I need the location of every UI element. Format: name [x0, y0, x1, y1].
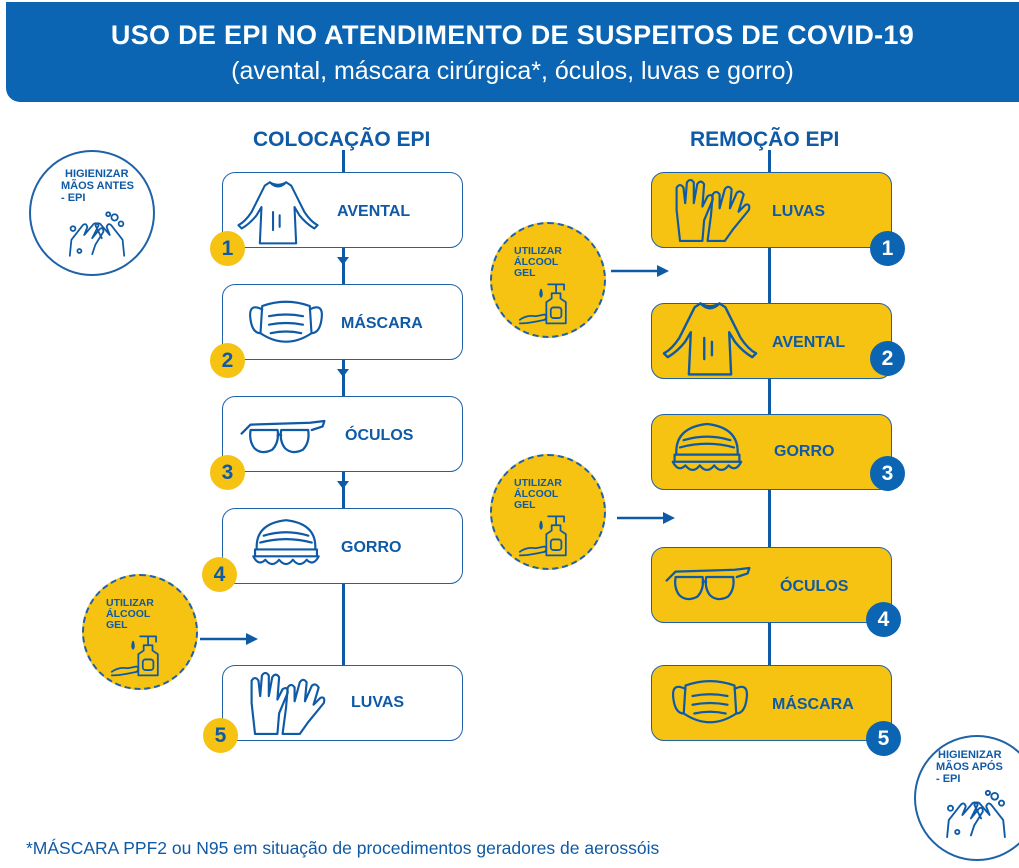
- step-number: 3: [870, 456, 905, 491]
- step-label: ÓCULOS: [345, 427, 414, 444]
- goggles-icon: [658, 550, 758, 622]
- step-label: MÁSCARA: [341, 315, 423, 332]
- step-number: 5: [866, 721, 901, 756]
- step-number: 1: [870, 231, 905, 266]
- step-number: 5: [203, 718, 238, 753]
- hygiene-after-line3: - EPI: [936, 773, 961, 785]
- colocacao-step-gorro: GORRO: [222, 508, 463, 584]
- hygiene-before-line3: - EPI: [61, 192, 86, 204]
- sanitizer-icon: [518, 512, 580, 558]
- remocao-connector-top: [768, 150, 771, 175]
- step-label: AVENTAL: [337, 203, 411, 220]
- goggles-icon: [235, 403, 331, 475]
- remocao-step-mascara: MÁSCARA: [651, 665, 892, 741]
- header-banner: USO DE EPI NO ATENDIMENTO DE SUSPEITOS D…: [6, 2, 1019, 102]
- hygiene-after-line1: HIGIENIZAR: [938, 749, 1002, 761]
- remocao-connector: [768, 487, 771, 547]
- colocacao-connector: [342, 360, 345, 398]
- hygiene-after-badge: HIGIENIZAR MÃOS APÓS - EPI: [914, 735, 1019, 861]
- colocacao-step-avental: AVENTAL: [222, 172, 463, 248]
- gel-line1: UTILIZAR: [514, 477, 562, 489]
- alcohol-gel-badge: UTILIZAR ÁLCOOL GEL: [490, 222, 606, 338]
- arrow-right-icon: [611, 265, 669, 277]
- colocacao-step-mascara: MÁSCARA: [222, 284, 463, 360]
- sanitizer-icon: [518, 280, 580, 326]
- colocacao-connector-top: [342, 150, 345, 175]
- gel-line2: ÁLCOOL: [514, 256, 559, 268]
- remocao-step-luvas: LUVAS: [651, 172, 892, 248]
- footnote: *MÁSCARA PPF2 ou N95 em situação de proc…: [26, 838, 660, 858]
- connector-arrowhead: [337, 481, 349, 489]
- gel-line3: GEL: [106, 619, 128, 631]
- gel-line1: UTILIZAR: [106, 597, 154, 609]
- step-label: MÁSCARA: [772, 696, 854, 713]
- colocacao-connector: [342, 248, 345, 286]
- gel-line2: ÁLCOOL: [106, 608, 151, 620]
- step-label: GORRO: [774, 443, 835, 460]
- remocao-title: REMOÇÃO EPI: [690, 128, 840, 151]
- cap-icon: [662, 415, 752, 487]
- colocacao-step-oculos: ÓCULOS: [222, 396, 463, 472]
- gel-line2: ÁLCOOL: [514, 488, 559, 500]
- remocao-step-gorro: GORRO: [651, 414, 892, 490]
- alcohol-gel-badge: UTILIZAR ÁLCOOL GEL: [490, 454, 606, 570]
- gown-icon: [235, 179, 321, 245]
- step-label: GORRO: [341, 539, 402, 556]
- step-number: 2: [870, 341, 905, 376]
- step-label: LUVAS: [351, 694, 405, 711]
- remocao-step-oculos: ÓCULOS: [651, 547, 892, 623]
- cap-icon: [243, 511, 329, 581]
- remocao-connector: [768, 379, 771, 414]
- colocacao-connector: [342, 584, 345, 665]
- arrow-right-icon: [200, 633, 258, 645]
- mask-icon: [243, 289, 329, 357]
- remocao-step-avental: AVENTAL: [651, 303, 892, 379]
- step-number: 2: [210, 343, 245, 378]
- gel-line3: GEL: [514, 267, 536, 279]
- hygiene-before-line1: HIGIENIZAR: [65, 168, 129, 180]
- gel-line1: UTILIZAR: [514, 245, 562, 257]
- page-subtitle: (avental, máscara cirúrgica*, óculos, lu…: [231, 57, 794, 85]
- step-label: ÓCULOS: [780, 578, 849, 595]
- gel-text: UTILIZAR ÁLCOOL GEL: [514, 246, 574, 279]
- colocacao-title: COLOCAÇÃO EPI: [253, 128, 431, 151]
- gloves-icon: [668, 175, 754, 245]
- connector-arrowhead: [337, 257, 349, 265]
- connector-arrowhead: [337, 369, 349, 377]
- mask-icon: [666, 668, 754, 738]
- gel-line3: GEL: [514, 499, 536, 511]
- gel-text: UTILIZAR ÁLCOOL GEL: [514, 478, 574, 511]
- step-number: 3: [210, 455, 245, 490]
- colocacao-connector: [342, 472, 345, 510]
- gel-text: UTILIZAR ÁLCOOL GEL: [106, 598, 166, 631]
- gloves-icon: [243, 668, 329, 738]
- arrow-right-icon: [617, 512, 675, 524]
- alcohol-gel-badge: UTILIZAR ÁLCOOL GEL: [82, 574, 198, 690]
- hand-wash-icon: [942, 789, 1010, 841]
- remocao-connector: [768, 622, 771, 665]
- step-label: AVENTAL: [772, 334, 846, 351]
- page-title: USO DE EPI NO ATENDIMENTO DE SUSPEITOS D…: [110, 20, 915, 50]
- remocao-connector: [768, 248, 771, 303]
- hand-wash-icon: [65, 210, 129, 260]
- colocacao-step-luvas: LUVAS: [222, 665, 463, 741]
- hygiene-before-line2: MÃOS ANTES: [61, 180, 134, 192]
- hygiene-after-line2: MÃOS APÓS: [936, 761, 1003, 773]
- step-number: 1: [210, 231, 245, 266]
- sanitizer-icon: [110, 632, 172, 678]
- step-label: LUVAS: [772, 203, 826, 220]
- gown-icon: [662, 296, 758, 380]
- step-number: 4: [202, 557, 237, 592]
- step-number: 4: [866, 602, 901, 637]
- hygiene-before-badge: HIGIENIZAR MÃOS ANTES - EPI: [29, 150, 155, 276]
